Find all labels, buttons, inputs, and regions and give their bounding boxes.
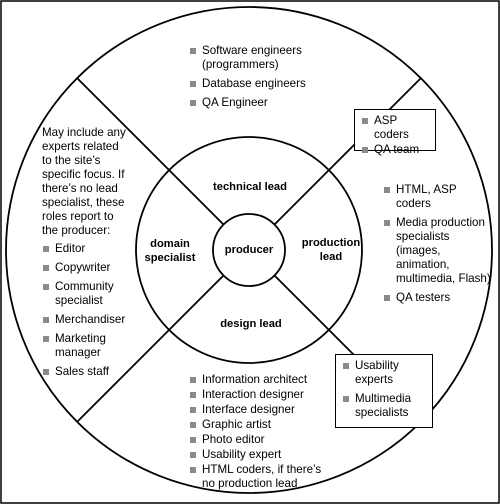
bullet-icon (384, 295, 390, 301)
producer-label: producer (224, 244, 274, 256)
list-item: ASP coders (361, 114, 431, 142)
production-roles: HTML, ASP coders Media production specia… (383, 183, 493, 310)
list-item: HTML coders, if there’s no production le… (189, 463, 329, 491)
bullet-icon (384, 220, 390, 226)
list-item: Database engineers (189, 77, 349, 91)
bullet-icon (343, 396, 349, 402)
bullet-icon (190, 48, 196, 54)
bullet-icon (43, 246, 49, 252)
list-item: Media production specialists (images, an… (383, 216, 493, 286)
list-item: Multimedia specialists (342, 392, 428, 420)
bullet-icon (362, 118, 368, 124)
list-item: Sales staff (42, 365, 128, 379)
list-item: Photo editor (189, 433, 329, 447)
list-item: Community specialist (42, 280, 128, 308)
list-item: Merchandiser (42, 313, 128, 327)
bullet-icon (362, 147, 368, 153)
bullet-icon (190, 452, 196, 458)
outer-circle (5, 6, 493, 494)
list-item: Graphic artist (189, 418, 329, 432)
list-item: Interaction designer (189, 388, 329, 402)
technical-roles: Software engineers (programmers) Databas… (189, 44, 349, 115)
list-item: Usability experts (342, 359, 428, 387)
bullet-icon (190, 437, 196, 443)
bullet-icon (190, 392, 196, 398)
bullet-icon (190, 377, 196, 383)
domain-roles: May include any experts related to the s… (42, 126, 128, 384)
list-item: Usability expert (189, 448, 329, 462)
bullet-icon (190, 81, 196, 87)
list-item: QA team (361, 143, 431, 157)
production-contractors-box: Usability experts Multimedia specialists (335, 354, 433, 428)
list-item: QA Engineer (189, 96, 349, 110)
list-item: Marketing manager (42, 332, 128, 360)
design-roles: Information architect Interaction design… (189, 373, 329, 492)
bullet-icon (43, 369, 49, 375)
list-item: Interface designer (189, 403, 329, 417)
list-item: Editor (42, 242, 128, 256)
bullet-icon (190, 467, 196, 473)
technical-contractors-box: ASP coders QA team (354, 109, 436, 156)
design-lead-label: design lead (220, 318, 282, 330)
bullet-icon (190, 407, 196, 413)
list-item: Software engineers (programmers) (189, 44, 349, 72)
bullet-icon (43, 265, 49, 271)
list-item: QA testers (383, 291, 493, 305)
list-item: Information architect (189, 373, 329, 387)
bullet-icon (43, 336, 49, 342)
bullet-icon (43, 284, 49, 290)
list-item: HTML, ASP coders (383, 183, 493, 211)
bullet-icon (190, 422, 196, 428)
domain-intro: May include any experts related to the s… (42, 126, 126, 237)
technical-lead-label: technical lead (213, 181, 287, 193)
bullet-icon (343, 363, 349, 369)
center-circle (212, 213, 286, 287)
bullet-icon (190, 100, 196, 106)
list-item: Copywriter (42, 261, 128, 275)
bullet-icon (384, 187, 390, 193)
bullet-icon (43, 317, 49, 323)
